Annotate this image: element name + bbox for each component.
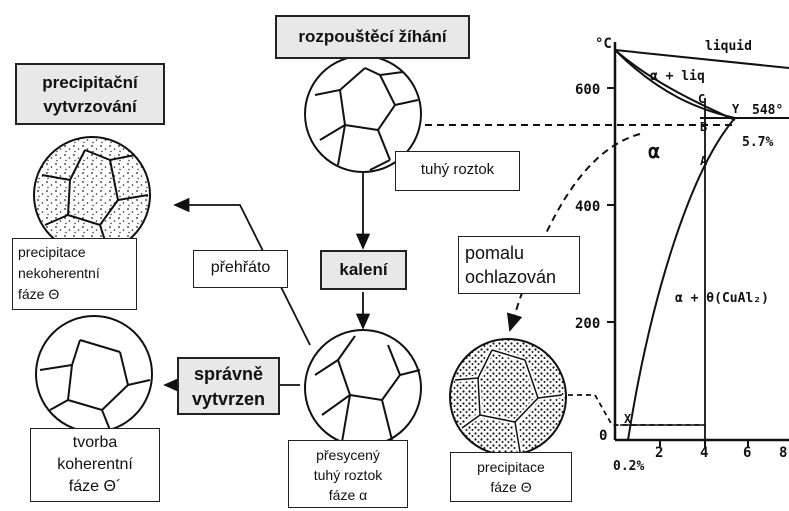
eutectic-temp-label: 548° (752, 103, 783, 118)
box-solution-anneal: rozpouštěcí žíhání (275, 15, 470, 59)
region-liquid: liquid (705, 39, 752, 54)
dashed-to-x (568, 394, 705, 426)
coherent-line2: koherentní (57, 456, 133, 473)
grain-incoherent (33, 136, 151, 254)
max-solubility-label: 5.7% (742, 135, 773, 150)
x-tick-0: 0 (599, 428, 607, 444)
box-slowly-cooled: pomalu ochlazován (458, 236, 580, 294)
precip-theta-line2: fáze Θ (490, 479, 532, 495)
incoherent-line3: fáze Θ (18, 286, 60, 302)
supersaturated-line3: fáze α (328, 487, 368, 503)
point-y: Y (732, 102, 740, 116)
temp-unit-label: °C (595, 36, 612, 52)
point-a: A (700, 154, 708, 168)
solid-solution-label: tuhý roztok (420, 161, 495, 178)
quenching-label: kalení (339, 260, 388, 279)
point-b: B (700, 120, 707, 134)
incoherent-line2: nekoherentní (18, 265, 100, 281)
overheated-label: přehřáto (210, 259, 271, 276)
solution-anneal-label: rozpouštěcí žíhání (298, 27, 447, 46)
supersaturated-line2: tuhý roztok (313, 467, 383, 483)
box-incoherent: precipitace nekoherentní fáze Θ (12, 238, 137, 310)
point-c: C (698, 92, 705, 106)
phase-diagram: °C 600 400 200 0 2 4 6 8 liquid α + liq … (575, 36, 789, 474)
region-alpha-theta: α + θ(CuAl₂) (675, 291, 769, 306)
coherent-line1: tvorba (72, 434, 118, 451)
grain-precipitated (449, 338, 567, 456)
coherent-line3: fáze Θ´ (68, 478, 122, 495)
incoherent-line1: precipitace (18, 244, 86, 260)
x-tick-2: 2 (655, 445, 663, 461)
grain-coherent (35, 315, 153, 433)
box-supersaturated: přesycený tuhý roztok fáze α (288, 440, 408, 508)
box-precip-hardening: precipitační vytvrzování (15, 63, 165, 125)
box-correctly-hardened: správně vytvrzen (177, 357, 280, 415)
x-tick-4: 4 (700, 445, 708, 461)
box-coherent: tvorba koherentní fáze Θ´ (30, 428, 160, 502)
region-alpha: α (648, 139, 660, 163)
box-quenching: kalení (320, 250, 407, 290)
precip-hardening-line1: precipitační (42, 73, 138, 92)
y-tick-200: 200 (575, 316, 600, 332)
x-tick-8: 8 (779, 445, 787, 461)
arrow-slow-cooling (506, 133, 641, 332)
arrow-overheated (173, 197, 311, 346)
point-x: X (624, 412, 632, 426)
box-overheated: přehřáto (193, 250, 288, 288)
precip-theta-line1: precipitace (477, 459, 545, 475)
grain-supersaturated (304, 329, 422, 447)
slowly-cooled-line2: ochlazován (465, 267, 557, 287)
correctly-hardened-line1: správně (193, 364, 264, 384)
grain-solid-solution (304, 55, 422, 173)
y-tick-600: 600 (575, 82, 600, 98)
x-tick-6: 6 (743, 445, 751, 461)
min-composition-label: 0.2% (613, 459, 644, 474)
y-tick-400: 400 (575, 199, 600, 215)
box-solid-solution: tuhý roztok (395, 151, 520, 191)
box-precip-theta: precipitace fáze Θ (450, 452, 572, 502)
correctly-hardened-line2: vytvrzen (191, 389, 266, 409)
precip-hardening-line2: vytvrzování (43, 97, 137, 116)
region-alpha-liq: α + liq (650, 69, 705, 84)
supersaturated-line1: přesycený (316, 447, 380, 463)
slowly-cooled-line1: pomalu (465, 243, 525, 263)
